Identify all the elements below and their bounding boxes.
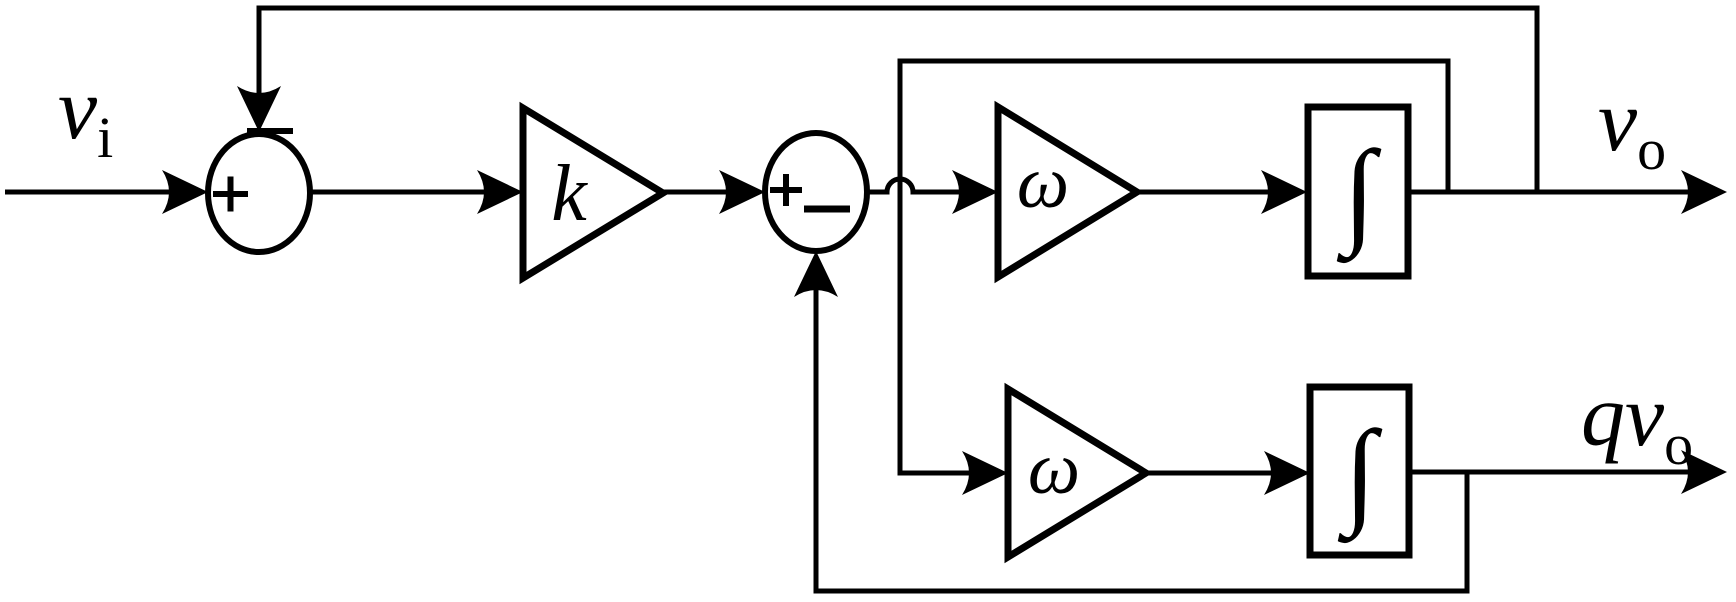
- integrator-block-upper: [1304, 103, 1412, 280]
- output-label-subscript: o: [1637, 117, 1666, 182]
- gain-omega-upper-label: ω: [1017, 142, 1069, 224]
- integrator-upper-label: ∫: [1336, 127, 1382, 264]
- wires: [5, 5, 1722, 594]
- gain-block-omega-lower: [1004, 382, 1153, 564]
- plus-sign-sum2: [770, 174, 802, 206]
- input-label-main: v: [58, 61, 98, 158]
- integrator-block-lower: [1306, 383, 1413, 559]
- gain-block-k: [519, 101, 670, 285]
- summing-junction-2: [762, 130, 870, 254]
- integrator-lower-label: ∫: [1337, 407, 1383, 544]
- gain-omega-lower-label: ω: [1028, 428, 1080, 510]
- input-label-subscript: i: [97, 105, 113, 170]
- wire-outer-feedback: [256, 5, 1540, 192]
- input-signal-label: vi: [58, 61, 113, 170]
- quadrature-label-subscript: o: [1664, 412, 1693, 477]
- sum-signs: [213, 128, 850, 213]
- gain-k-label: k: [551, 150, 588, 238]
- plus-sign-sum1: [213, 176, 248, 212]
- wire-inner-feedback-to-gain-omega-lower: [897, 58, 1451, 476]
- quadrature-label-main: qv: [1581, 368, 1665, 465]
- blocks: [205, 100, 1413, 564]
- gain-block-omega-upper: [994, 100, 1144, 284]
- quadrature-output-signal-label: qvo: [1581, 368, 1693, 477]
- arrowheads: [162, 86, 1727, 495]
- wire-lower-feedback: [813, 290, 1470, 594]
- output-label-main: v: [1598, 73, 1638, 170]
- output-signal-label: vo: [1598, 73, 1666, 182]
